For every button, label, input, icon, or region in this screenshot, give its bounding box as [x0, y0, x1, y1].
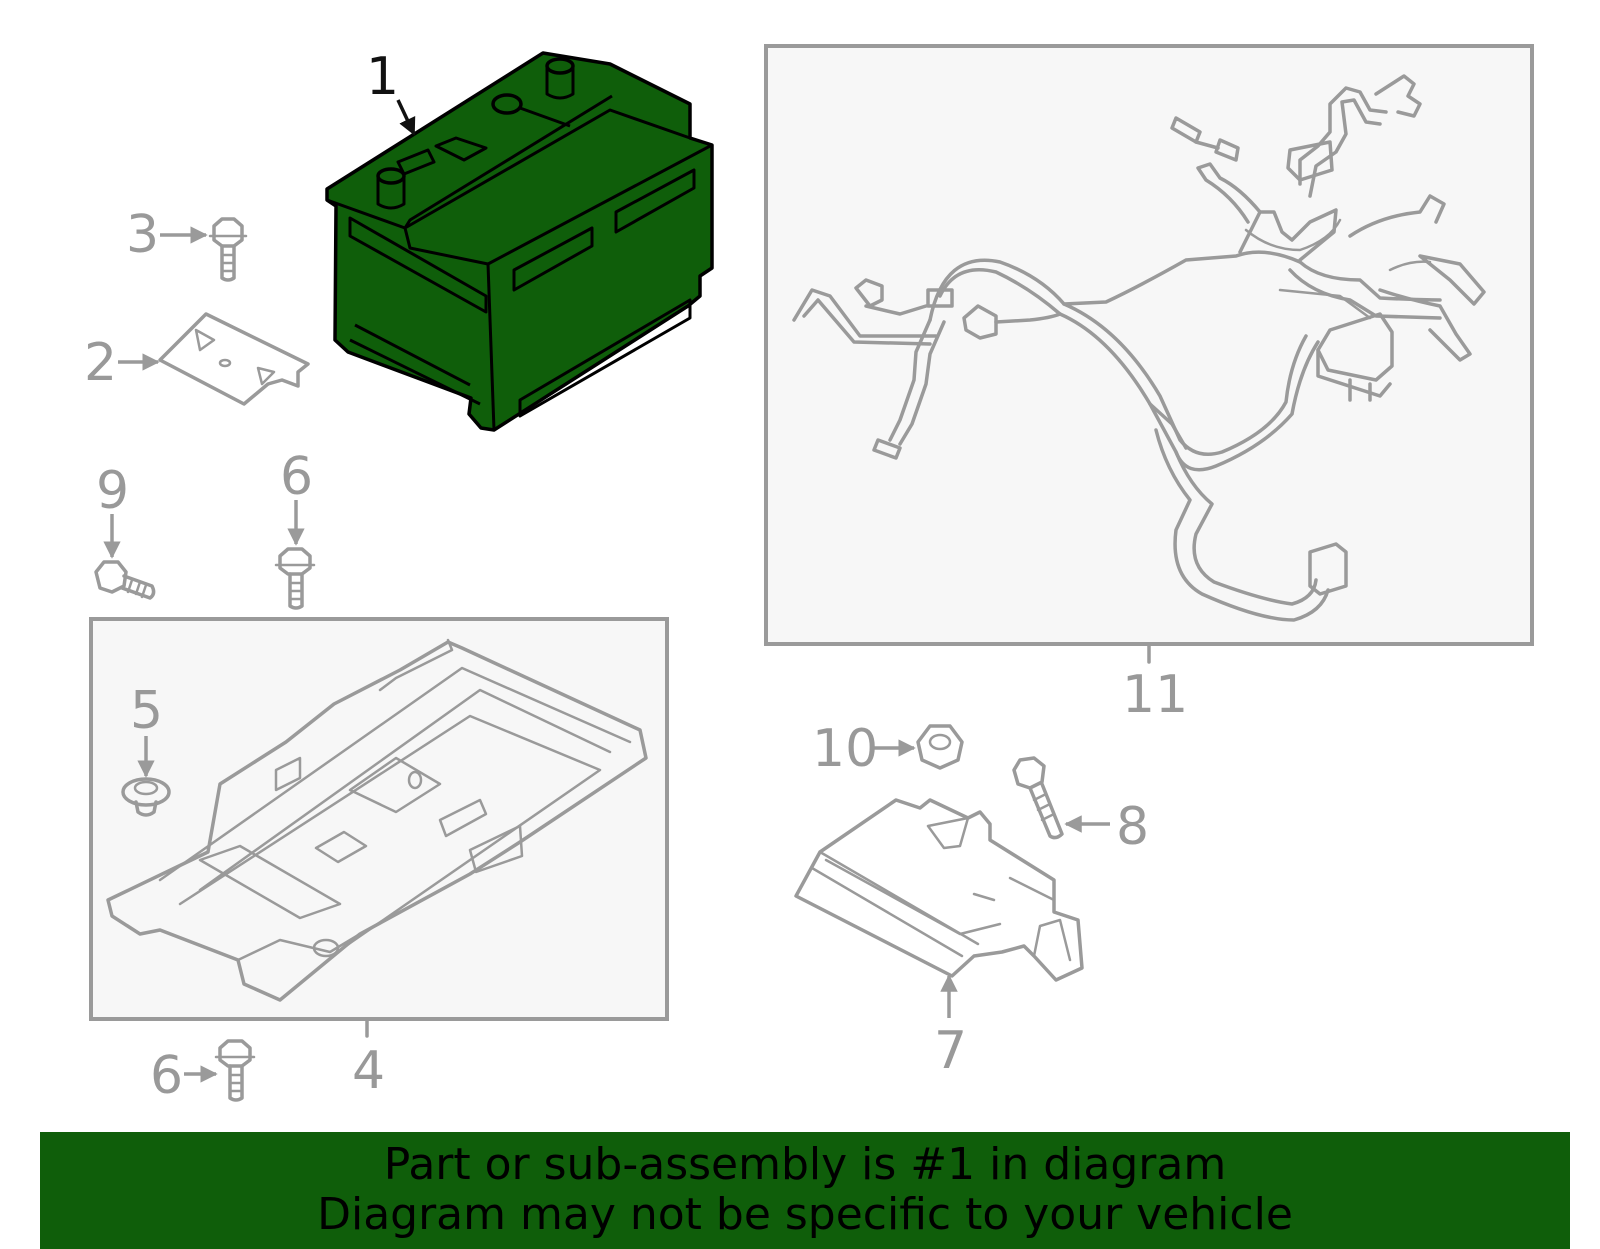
- callout-1: 1: [366, 47, 399, 107]
- battery-tray-box: [89, 617, 669, 1021]
- grommet-part-5[interactable]: [121, 777, 171, 817]
- banner-line-1: Part or sub-assembly is #1 in diagram: [383, 1139, 1227, 1190]
- wiring-harness-box: [764, 44, 1534, 646]
- callout-11: 11: [1122, 665, 1188, 725]
- wiring-harness-part-11[interactable]: [792, 74, 1486, 622]
- battery-part-1[interactable]: [325, 51, 714, 432]
- callout-8: 8: [1116, 797, 1149, 857]
- callout-2: 2: [84, 333, 117, 393]
- callout-3: 3: [126, 205, 159, 265]
- nut-part-10[interactable]: [916, 724, 964, 770]
- callout-4: 4: [352, 1041, 385, 1101]
- callout-5: 5: [130, 681, 163, 741]
- cover-part-7[interactable]: [794, 798, 1084, 982]
- bolt-part-6-lower[interactable]: [214, 1039, 256, 1102]
- bolt-part-9[interactable]: [94, 560, 156, 600]
- callout-6-upper: 6: [280, 447, 313, 507]
- callout-6-lower: 6: [150, 1046, 183, 1106]
- callout-10: 10: [812, 719, 878, 779]
- bolt-part-3[interactable]: [208, 217, 248, 282]
- battery-tray-part-4[interactable]: [106, 638, 648, 1002]
- banner-line-2: Diagram may not be specific to your vehi…: [317, 1189, 1293, 1240]
- bracket-part-2[interactable]: [158, 312, 310, 406]
- callout-9: 9: [96, 461, 129, 521]
- callout-7: 7: [934, 1021, 967, 1081]
- bolt-part-8[interactable]: [1012, 756, 1064, 840]
- bolt-part-6-upper[interactable]: [274, 547, 316, 610]
- info-banner: Part or sub-assembly is #1 in diagram Di…: [40, 1132, 1570, 1249]
